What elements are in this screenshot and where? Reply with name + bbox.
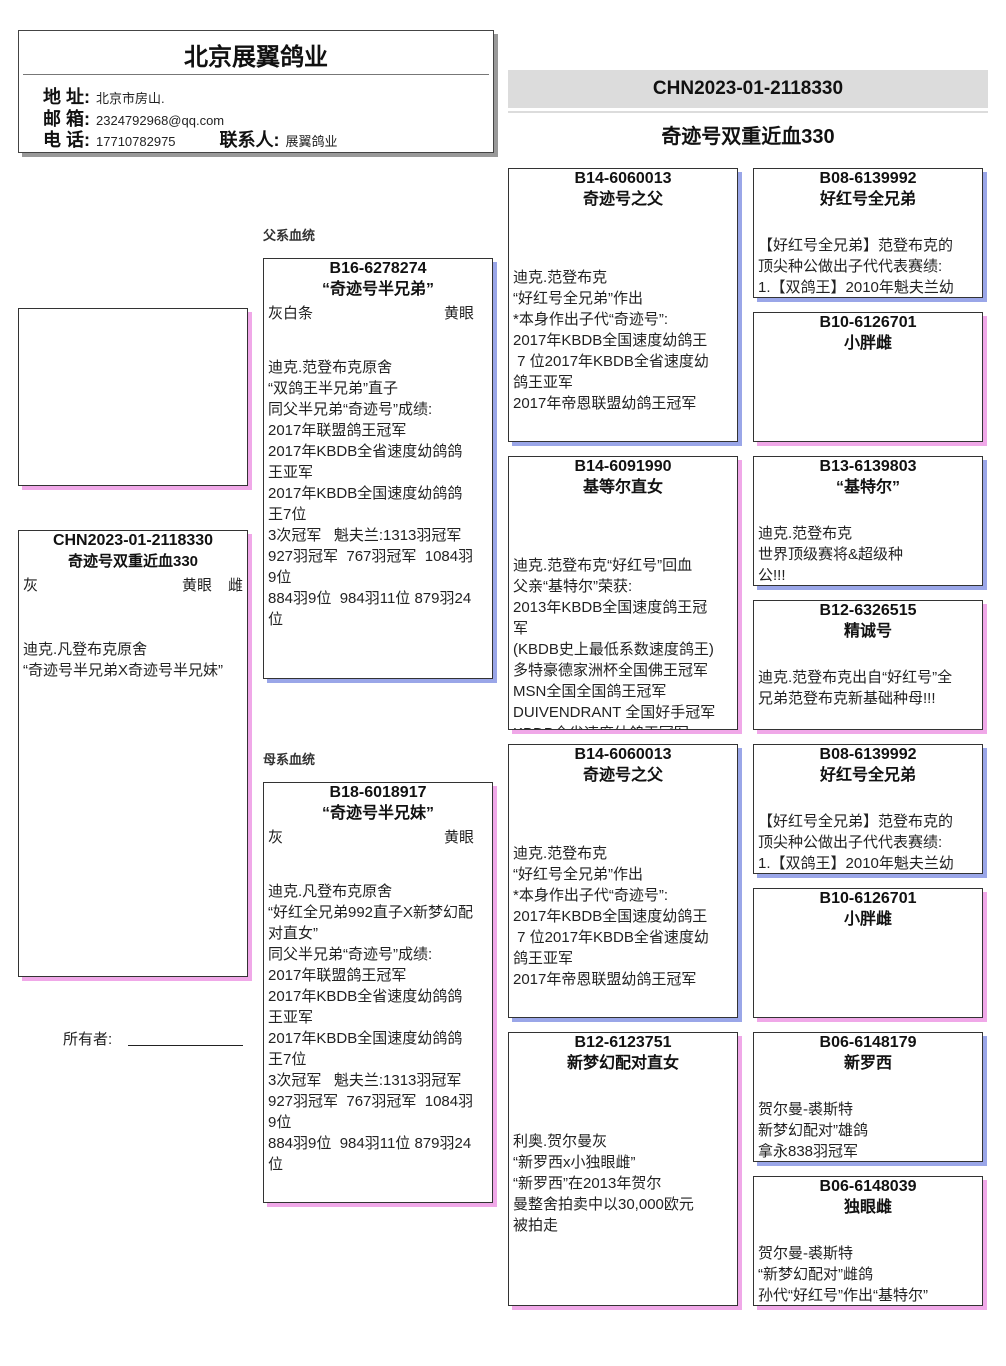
address-label: 地 址:	[43, 87, 90, 107]
banner-divider	[508, 111, 988, 113]
pedigree-card-sire-sire: B14-6060013 奇迹号之父迪克.范登布克 “好红号全兄弟”作出 *本身作…	[508, 168, 738, 442]
ring-number: B13-6139803	[819, 458, 917, 475]
pedigree-card-dd-sire: B06-6148179 新罗西贺尔曼-裘斯特 新梦幻配对”雄鸽 拿永838羽冠军	[753, 1032, 983, 1162]
pigeon-notes: 迪克.范登布克 “好红号全兄弟”作出 *本身作出子代“奇迹号”: 2017年KB…	[513, 269, 709, 412]
subject-attributes: 灰 黄眼 雌	[19, 575, 247, 597]
pigeon-name: “奇迹号半兄妹”	[321, 805, 434, 822]
bird-title: 奇迹号双重近血330	[661, 126, 835, 148]
email-row: 邮 箱: 2324792968@qq.com	[43, 105, 224, 131]
pigeon-name: 新梦幻配对直女	[566, 1055, 679, 1072]
pedigree-card-sd-dam: B12-6326515 精诚号迪克.范登布克出自“好红号”全 兄弟范登布克新基础…	[753, 600, 983, 730]
email-value: 2324792968@qq.com	[96, 113, 225, 128]
photo-placeholder	[18, 308, 248, 486]
pigeon-notes: 迪克.范登布克“好红号”回血 父亲“基特尔”荣获: 2013年KBDB全国速度鸽…	[513, 557, 716, 729]
owner-signature-line	[128, 1045, 243, 1046]
eye-type: 黄眼	[443, 305, 474, 322]
feather-color: 灰白条	[268, 305, 314, 322]
address-value: 北京市房山.	[96, 91, 165, 106]
owner-label: 所有者:	[63, 1031, 113, 1048]
loft-name: 北京展翼鸽业	[184, 44, 328, 71]
pedigree-card-dam: B18-6018917 “奇迹号半兄妹” 灰 黄眼迪克.凡登布克原舍 “好红全兄弟9…	[263, 782, 493, 1203]
ring-number: B12-6326515	[819, 602, 917, 619]
pigeon-notes: 迪克.范登布克 “好红号全兄弟”作出 *本身作出子代“奇迹号”: 2017年KB…	[513, 845, 709, 988]
contact-value: 展翼鸽业	[285, 134, 338, 149]
pigeon-name: “基特尔”	[835, 479, 900, 496]
ring-number: B14-6060013	[574, 746, 672, 763]
ring-number: B06-6148179	[819, 1034, 917, 1051]
pigeon-notes: 迪克.范登布克原舍 “双鸽王半兄弟”直子 同父半兄弟“奇迹号”成绩: 2017年…	[268, 359, 474, 628]
phone-row: 电 话: 17710782975 联系人: 展翼鸽业	[43, 126, 338, 152]
subject-eye: 黄眼	[181, 577, 212, 594]
pedigree-card-dam-dam: B12-6123751 新梦幻配对直女利奥.贺尔曼灰 “新罗西x小独眼雌” “新…	[508, 1032, 738, 1306]
subject-bird-card: CHN2023-01-2118330 奇迹号双重近血330 灰 黄眼 雌 迪克.…	[18, 530, 248, 977]
pedigree-card-ds-dam: B10-6126701 小胖雌	[753, 888, 983, 1018]
pigeon-notes: 迪克.范登布克出自“好红号”全 兄弟范登布克新基础种母!!!	[758, 669, 953, 707]
ring-number: B08-6139992	[819, 746, 917, 763]
pigeon-name: 精诚号	[843, 623, 892, 640]
header-divider	[23, 74, 489, 75]
pigeon-name: 新罗西	[843, 1055, 892, 1072]
ring-number-banner: CHN2023-01-2118330	[508, 70, 988, 108]
pigeon-name: “奇迹号半兄弟”	[321, 281, 434, 298]
pedigree-card-dam-sire: B14-6060013 奇迹号之父迪克.范登布克 “好红号全兄弟”作出 *本身作…	[508, 744, 738, 1018]
email-label: 邮 箱:	[43, 109, 90, 129]
ring-number: B10-6126701	[819, 890, 917, 907]
eye-type: 黄眼	[443, 829, 474, 846]
pigeon-name: 独眼雌	[843, 1199, 892, 1216]
pedigree-card-ss-dam: B10-6126701 小胖雌	[753, 312, 983, 442]
phone-label: 电 话:	[43, 130, 90, 150]
phone-value: 17710782975	[96, 134, 176, 149]
ring-number: B16-6278274	[329, 260, 427, 277]
attributes-row: 灰 黄眼	[264, 827, 492, 849]
pedigree-card-ss-sire: B08-6139992 好红号全兄弟【好红号全兄弟】范登布克的 顶尖种公做出子代…	[753, 168, 983, 298]
loft-header: 北京展翼鸽业 地 址:北京市房山. 邮 箱:2324792968@qq.com …	[18, 30, 494, 153]
pigeon-notes: 【好红号全兄弟】范登布克的 顶尖种公做出子代代表赛绩: 1.【双鸽王】2010年…	[758, 237, 954, 296]
pigeon-name: 好红号全兄弟	[819, 191, 916, 208]
subject-ring: CHN2023-01-2118330	[52, 532, 214, 549]
pedigree-card-sire: B16-6278274 “奇迹号半兄弟” 灰白条 黄眼迪克.范登布克原舍 “双鸽王半…	[263, 258, 493, 679]
dam-line-label: 母系血统	[263, 752, 316, 767]
address-row: 地 址: 北京市房山.	[43, 83, 165, 109]
ring-number: B14-6091990	[574, 458, 672, 475]
pigeon-notes: 贺尔曼-裘斯特 “新梦幻配对”雌鸽 孙代“好红号”作出“基特尔”	[758, 1245, 928, 1304]
sire-line-label: 父系血统	[263, 228, 316, 243]
ring-number: B12-6123751	[574, 1034, 672, 1051]
pigeon-notes: 【好红号全兄弟】范登布克的 顶尖种公做出子代代表赛绩: 1.【双鸽王】2010年…	[758, 813, 954, 872]
pigeon-name: 小胖雌	[843, 335, 892, 352]
pedigree-card-ds-sire: B08-6139992 好红号全兄弟【好红号全兄弟】范登布克的 顶尖种公做出子代…	[753, 744, 983, 874]
pedigree-card-sire-dam: B14-6091990 基等尔直女迪克.范登布克“好红号”回血 父亲“基特尔”荣…	[508, 456, 738, 730]
ring-number: B10-6126701	[819, 314, 917, 331]
subject-color: 灰	[23, 577, 39, 594]
pigeon-notes: 迪克.范登布克 世界顶级赛将&超级种 公!!!	[758, 525, 904, 584]
pigeon-name: 奇迹号之父	[582, 767, 663, 784]
pigeon-name: 小胖雌	[843, 911, 892, 928]
pigeon-notes: 利奥.贺尔曼灰 “新罗西x小独眼雌” “新罗西”在2013年贺尔 曼整舍拍卖中以…	[513, 1133, 694, 1234]
feather-color: 灰	[268, 829, 284, 846]
pigeon-name: 基等尔直女	[582, 479, 663, 496]
pedigree-card-dd-dam: B06-6148039 独眼雌贺尔曼-裘斯特 “新梦幻配对”雌鸽 孙代“好红号”…	[753, 1176, 983, 1306]
pigeon-name: 好红号全兄弟	[819, 767, 916, 784]
pedigree-card-sd-sire: B13-6139803 “基特尔” 迪克.范登布克 世界顶级赛将&超级种 公!!!	[753, 456, 983, 586]
ring-number: B06-6148039	[819, 1178, 917, 1195]
attributes-row: 灰白条 黄眼	[264, 303, 492, 325]
ring-number: B18-6018917	[329, 784, 427, 801]
subject-name: 奇迹号双重近血330	[67, 553, 199, 570]
pigeon-name: 奇迹号之父	[582, 191, 663, 208]
ring-number: B08-6139992	[819, 170, 917, 187]
subject-notes: 迪克.凡登布克原舍 “奇迹号半兄弟X奇迹号半兄妹”	[23, 641, 223, 679]
pigeon-notes: 贺尔曼-裘斯特 新梦幻配对”雄鸽 拿永838羽冠军	[758, 1101, 868, 1160]
contact-label: 联系人:	[219, 130, 280, 150]
pigeon-notes: 迪克.凡登布克原舍 “好红全兄弟992直子X新梦幻配 对直女” 同父半兄弟“奇迹…	[268, 883, 474, 1173]
ring-number: B14-6060013	[574, 170, 672, 187]
subject-sex: 雌	[227, 577, 243, 594]
